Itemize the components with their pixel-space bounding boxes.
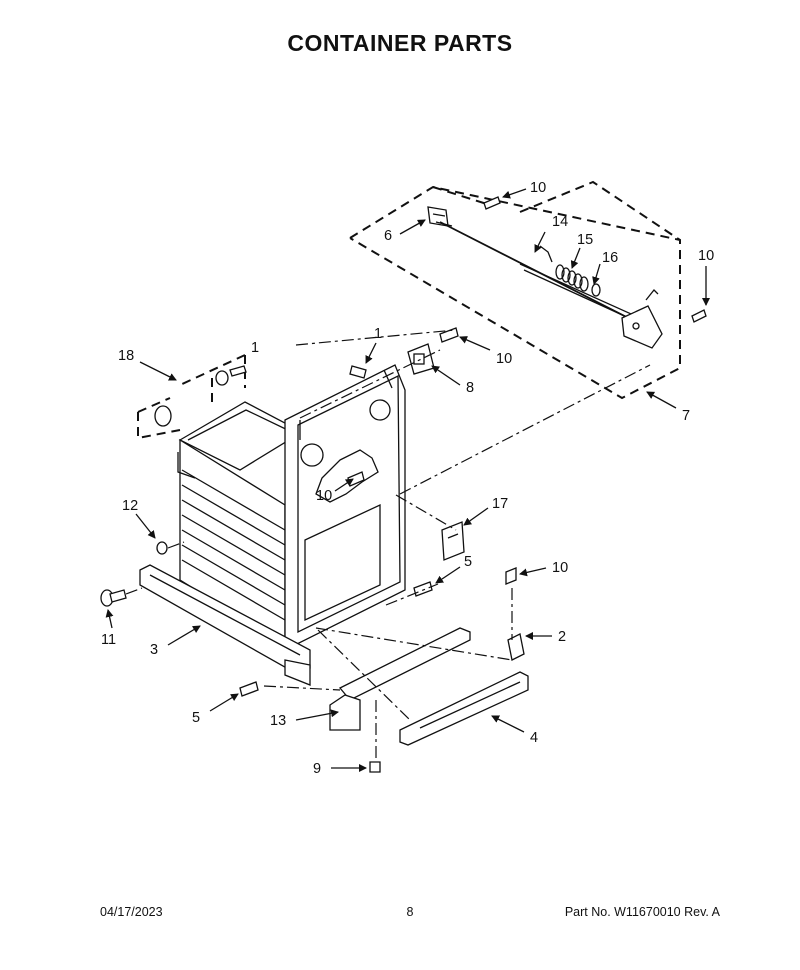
alignment-lines xyxy=(125,329,651,762)
hinge-assembly-boundary xyxy=(349,180,681,400)
callout-13: 13 xyxy=(270,713,286,729)
callout-3: 3 xyxy=(150,642,158,658)
hinge-screws xyxy=(483,196,707,323)
front-trim xyxy=(399,671,529,746)
callout-6: 6 xyxy=(384,228,392,244)
page-title: CONTAINER PARTS xyxy=(287,30,513,56)
footer-part-number: Part No. W11670010 Rev. A xyxy=(564,905,720,919)
callout-2: 2 xyxy=(558,629,566,645)
callout-10: 10 xyxy=(530,180,546,196)
hinge-rod xyxy=(519,245,663,349)
callout-15: 15 xyxy=(577,232,593,248)
callout-10: 10 xyxy=(698,248,714,264)
callout-17: 17 xyxy=(492,496,508,512)
callout-12: 12 xyxy=(122,498,138,514)
callout-5: 5 xyxy=(192,710,200,726)
callout-labels: 10 6 14 15 16 10 7 1 10 8 18 1 10 17 12 … xyxy=(101,180,714,777)
knob xyxy=(154,365,247,427)
callout-1: 1 xyxy=(251,340,259,356)
callout-16: 16 xyxy=(602,250,618,266)
callout-10: 10 xyxy=(552,560,568,576)
callout-1: 1 xyxy=(374,326,382,342)
callout-4: 4 xyxy=(530,730,538,746)
callout-14: 14 xyxy=(552,214,568,230)
footer-date: 04/17/2023 xyxy=(100,905,163,919)
callout-10: 10 xyxy=(496,351,512,367)
callout-8: 8 xyxy=(466,380,474,396)
leader-arrows xyxy=(105,188,710,772)
mount-bracket xyxy=(407,343,435,375)
bracket xyxy=(441,521,465,561)
container-body xyxy=(139,364,406,686)
callout-10: 10 xyxy=(316,488,332,504)
callout-5: 5 xyxy=(464,554,472,570)
footer-page-number: 8 xyxy=(406,905,414,919)
callout-9: 9 xyxy=(313,761,321,777)
hinge-bracket xyxy=(427,206,649,329)
clip xyxy=(505,567,525,661)
callout-7: 7 xyxy=(682,408,690,424)
slide-rail xyxy=(329,627,471,731)
callout-18: 18 xyxy=(118,348,134,364)
callout-11: 11 xyxy=(101,632,116,648)
